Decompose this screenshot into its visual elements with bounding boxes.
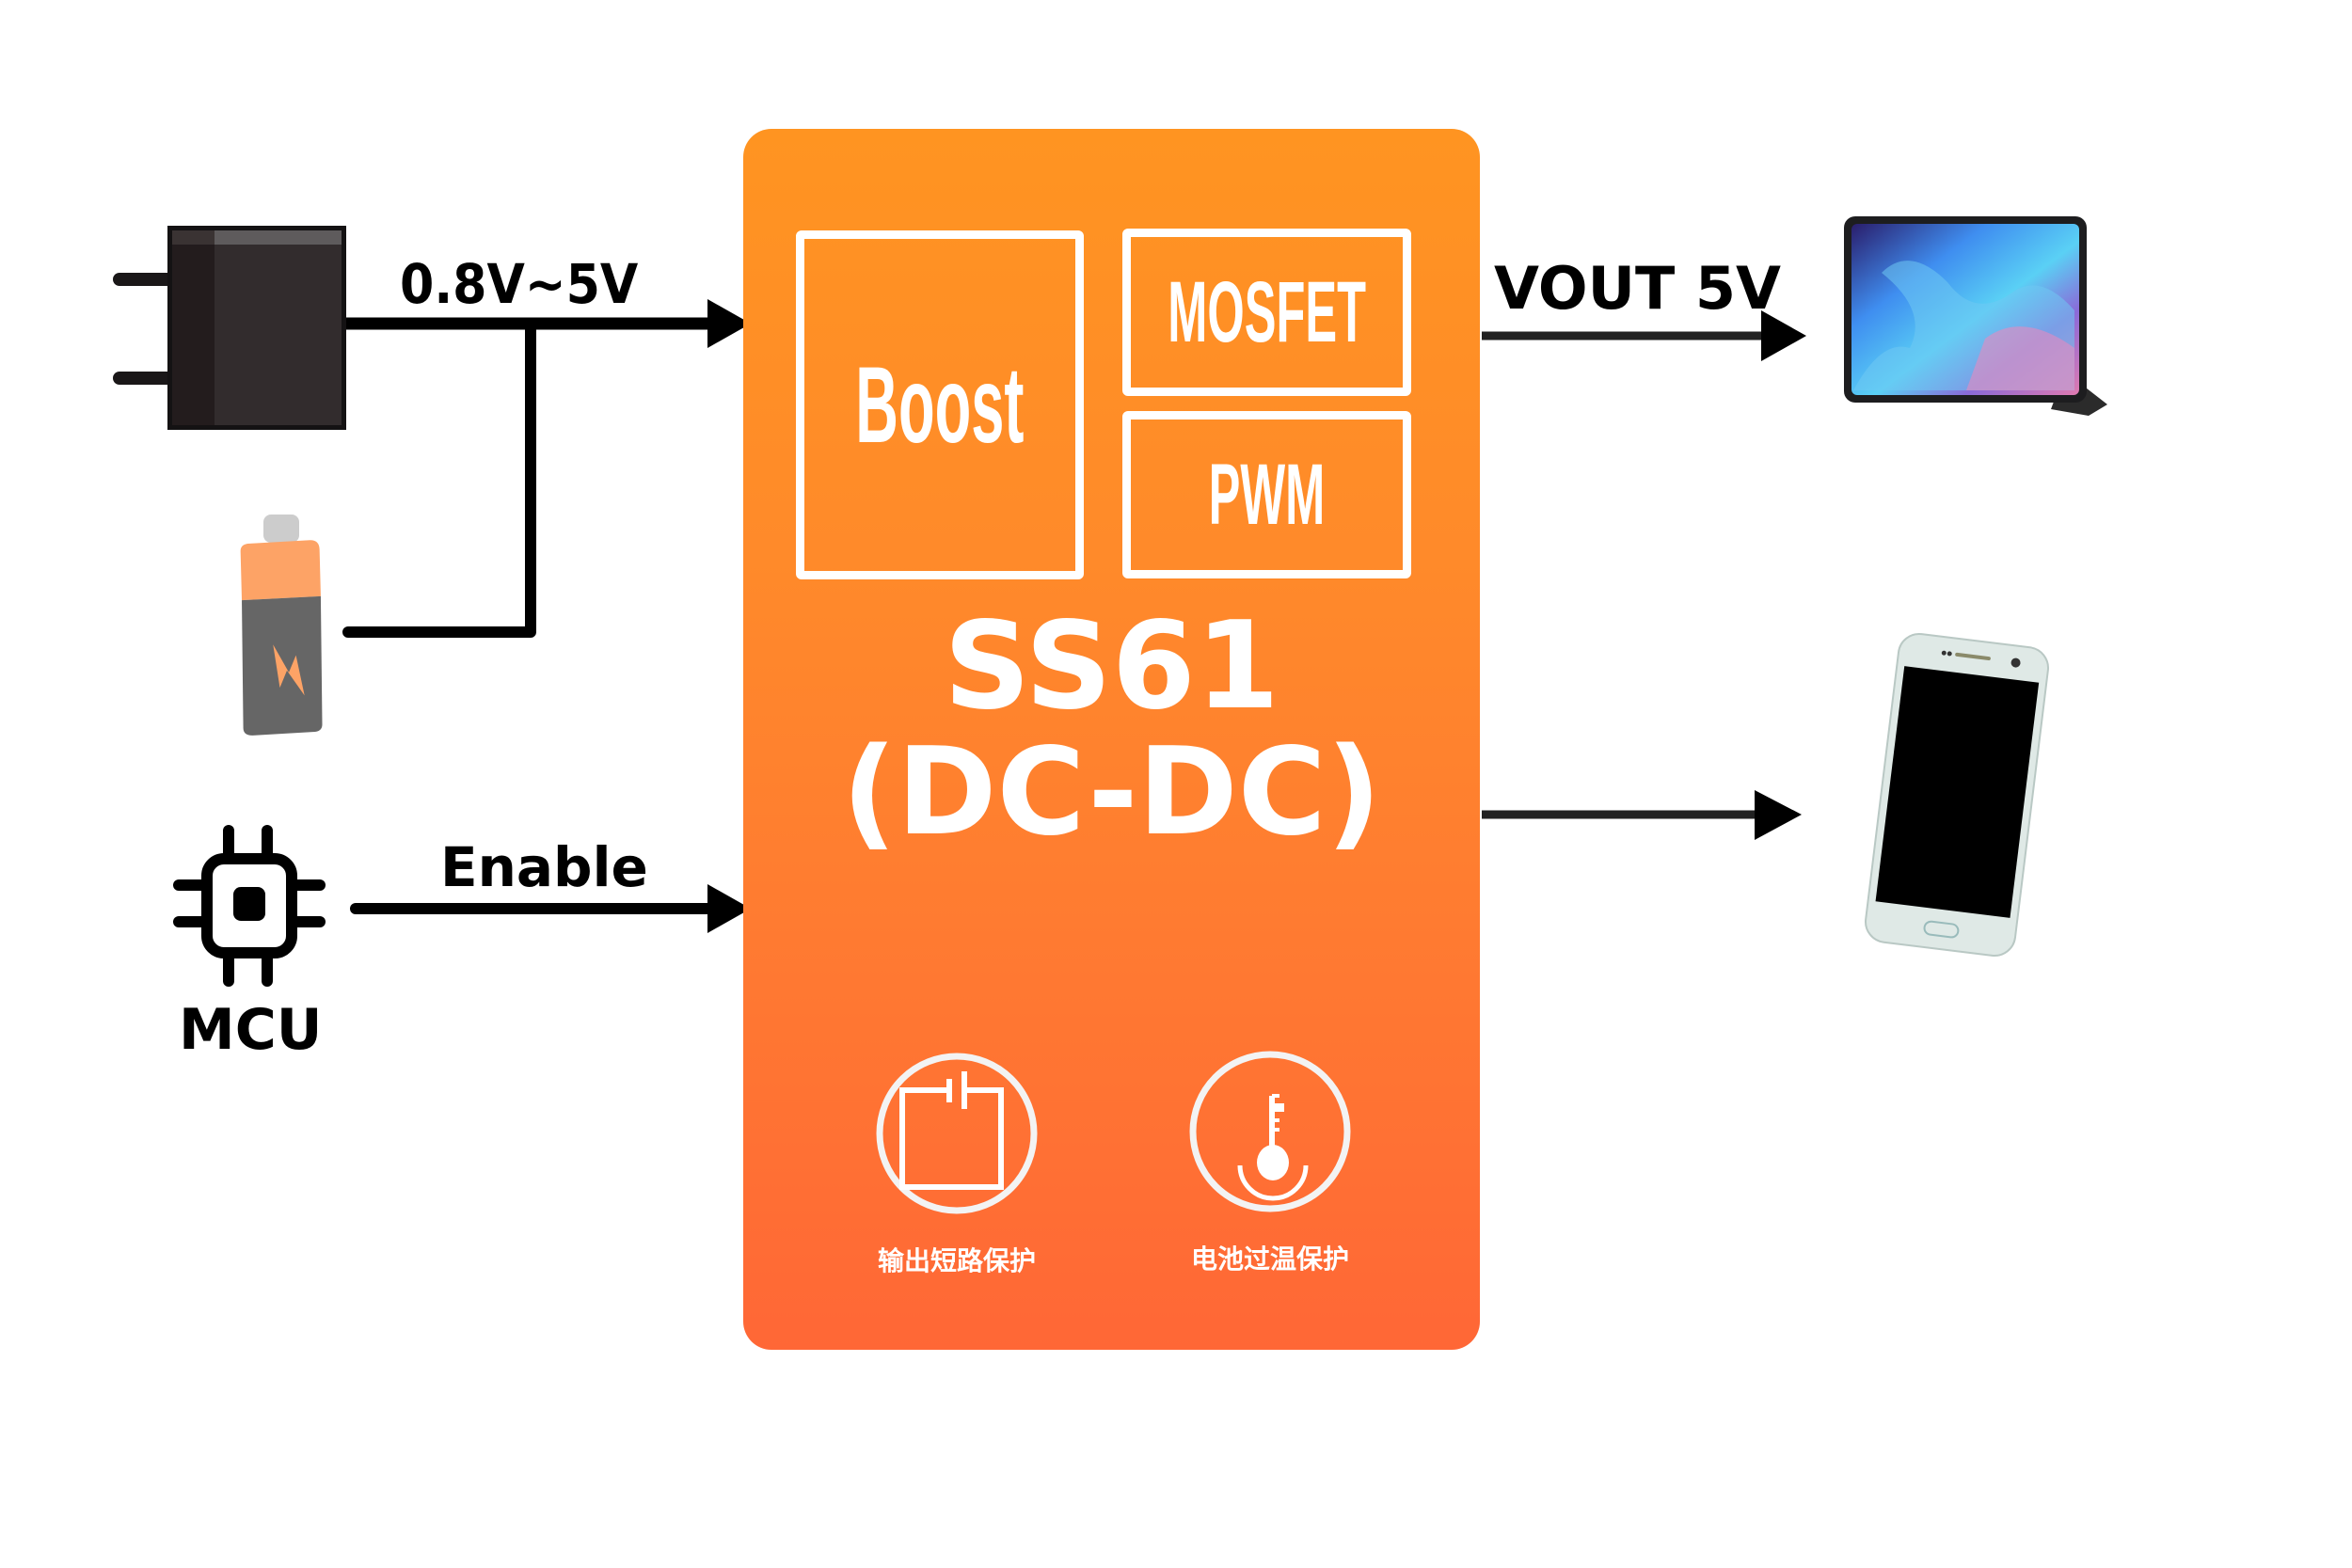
boost-label: Boost bbox=[855, 344, 1025, 466]
phone-arrowhead bbox=[1755, 790, 1802, 840]
mosfet-label: MOSFET bbox=[1168, 263, 1366, 360]
battery-wire bbox=[342, 318, 536, 638]
input-voltage-label: 0.8V~5V bbox=[400, 252, 639, 316]
vout-label: VOUT 5V bbox=[1494, 254, 1781, 323]
over-temperature-protection: 电池过温保护 bbox=[1176, 1049, 1364, 1276]
thermometer-icon bbox=[1189, 1051, 1351, 1212]
over-temperature-label: 电池过温保护 bbox=[1190, 1243, 1349, 1275]
mosfet-block: MOSFET bbox=[1122, 229, 1411, 396]
enable-label: Enable bbox=[440, 835, 648, 899]
smartphone-icon bbox=[1865, 632, 2049, 958]
mcu-label: MCU bbox=[179, 997, 323, 1063]
vout-arrowhead bbox=[1761, 310, 1806, 361]
pwm-block: PWM bbox=[1122, 411, 1411, 578]
input-arrowhead bbox=[707, 299, 751, 348]
pwm-label: PWM bbox=[1208, 446, 1326, 543]
short-circuit-label: 输出短路保护 bbox=[877, 1245, 1036, 1276]
chip-type: (DC-DC) bbox=[841, 722, 1382, 863]
short-circuit-protection: 输出短路保护 bbox=[863, 1051, 1051, 1278]
tablet-icon bbox=[1844, 216, 2107, 416]
microchip-icon bbox=[173, 825, 326, 987]
boost-block: Boost bbox=[796, 230, 1084, 579]
ss61-chip-block: Boost MOSFET PWM SS61 (DC-DC) 输出短路保护 bbox=[743, 129, 1480, 1350]
short-circuit-icon bbox=[876, 1053, 1038, 1214]
plug-adapter-icon bbox=[113, 226, 346, 430]
chip-model: SS61 bbox=[944, 596, 1279, 736]
battery-icon bbox=[240, 515, 323, 736]
enable-arrowhead bbox=[707, 884, 751, 933]
